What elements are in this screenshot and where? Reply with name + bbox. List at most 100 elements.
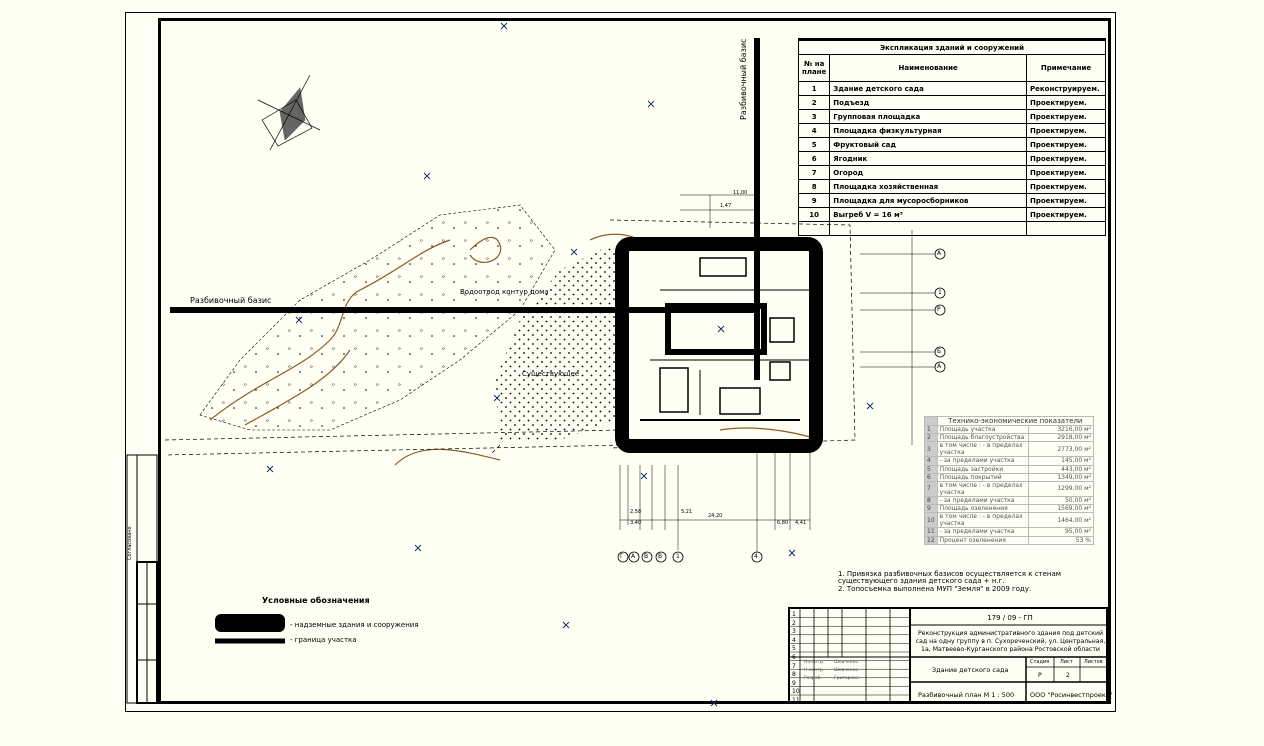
explication-cell: 3 — [797, 109, 831, 124]
role: Н.контр. — [804, 668, 825, 673]
row-number: 2 — [792, 619, 796, 627]
tep-cell: 50,00 м² — [1028, 495, 1094, 506]
axis-letter: А — [937, 250, 942, 257]
sheets-header: Листов — [1084, 659, 1103, 665]
person: Григорова — [834, 676, 859, 681]
project-title: Реконструкция административного здания п… — [915, 630, 1106, 653]
orchard-zone — [199, 204, 556, 431]
explication-cell: 5 — [797, 137, 831, 152]
person: Шевченко — [834, 668, 859, 673]
explication-cell: Проектируем. — [1026, 179, 1106, 194]
tep-cell: 3 — [924, 441, 938, 458]
drawing-name: Разбивочный план М 1 : 500 — [918, 691, 1015, 699]
row-number: 7 — [792, 662, 796, 670]
axis-letter: Г — [620, 553, 624, 560]
grid-crosses — [266, 22, 874, 707]
strip-label: Согласовано — [127, 526, 133, 560]
axis-letter: А — [631, 553, 636, 560]
legend-title: Условные обозначения — [262, 596, 370, 605]
sheet-value: 2 — [1066, 672, 1070, 679]
row-number: 9 — [792, 679, 796, 687]
dim-label: 5,21 — [681, 509, 693, 515]
left-binding-strip — [126, 454, 158, 704]
dim-label: 1,47 — [720, 203, 732, 209]
axis-bubbles-bottom — [617, 551, 763, 563]
stage-header: Стадия — [1030, 659, 1050, 665]
axis-label-vertical: Разбивочный базис — [739, 38, 748, 120]
explication-cell: Проектируем. — [1026, 109, 1106, 124]
tep-cell: 95,00 м² — [1028, 527, 1094, 537]
legend-item-boundary: - граница участка — [290, 636, 357, 644]
row-number: 11 — [792, 697, 800, 704]
green-zone — [495, 245, 620, 440]
tep-cell: 5 — [924, 464, 938, 474]
explication-cell: Реконструируем. — [1026, 81, 1106, 96]
explication-cell: Проектируем. — [1026, 165, 1106, 180]
explication-title: Экспликация зданий и сооружений — [798, 38, 1106, 55]
tep-cell: 2773,00 м² — [1028, 441, 1094, 458]
tep-cell: 8 — [924, 495, 938, 506]
tep-cell: 53 % — [1028, 535, 1094, 545]
tep-title: Технико-экономические показатели — [936, 416, 1095, 426]
tep-cell: 9 — [924, 504, 938, 514]
reference-axes — [170, 38, 760, 380]
explication-cell: Огород — [829, 165, 1027, 180]
row-number: 4 — [792, 636, 796, 644]
row-number: 6 — [792, 654, 796, 661]
note-1: 1. Привязка разбивочных базисов осуществ… — [838, 570, 1062, 585]
explication-cell: Проектируем. — [1026, 151, 1106, 166]
dim-label: 6,80 — [777, 520, 789, 526]
role: Разраб. — [804, 676, 822, 681]
explication-cell: 1 — [797, 81, 831, 96]
drawing-frame — [158, 18, 1111, 704]
tep-cell: в том числе : - в пределах участка — [936, 512, 1030, 529]
tep-cell: Процент озеленения — [936, 535, 1030, 545]
dim-label: 24,20 — [708, 513, 723, 519]
dimension-lines — [619, 194, 940, 553]
explication-cell: Площадка для мусоросборников — [829, 193, 1027, 208]
explication-cell: Выгреб V = 16 м³ — [829, 207, 1027, 222]
tep-cell: - за пределами участка — [936, 456, 1030, 466]
sheet-header: Лист — [1060, 659, 1073, 665]
tep-cell: Площадь участка — [936, 424, 1030, 435]
tep-cell: 11 — [924, 527, 938, 537]
notes: 1. Привязка разбивочных базисов осуществ… — [838, 571, 1098, 594]
note-2: 2. Топосъемка выполнена МУП "Земля" в 20… — [838, 585, 1032, 593]
tep-cell: 1349,00 м² — [1028, 472, 1094, 482]
person: Шевченко — [834, 660, 859, 665]
explication-cell: 6 — [797, 151, 831, 166]
axis-letter: 1 — [676, 553, 680, 560]
tep-cell: в том числе : - в пределах участка — [936, 441, 1030, 458]
row-number: 3 — [792, 628, 796, 636]
title-block: 179 / 09 - ГП Реконструкция администрати… — [788, 607, 1113, 704]
axis-letter: В — [658, 553, 663, 560]
explication-cell: Проектируем. — [1026, 95, 1106, 110]
axis-letter: Б — [937, 348, 942, 355]
explication-header: Наименование — [829, 54, 1027, 82]
existing-label: Существующее — [522, 370, 580, 378]
explication-cell: Ягодник — [829, 151, 1027, 166]
row-number: 5 — [792, 645, 796, 653]
explication-cell: Фруктовый сад — [829, 137, 1027, 152]
explication-cell: Проектируем. — [1026, 137, 1106, 152]
dim-label: 3,40 — [630, 520, 642, 526]
row-number: 1 — [792, 611, 796, 618]
explication-cell: Проектируем. — [1026, 193, 1106, 208]
north-arrow-icon — [257, 74, 321, 151]
explication-cell: 2 — [797, 95, 831, 110]
